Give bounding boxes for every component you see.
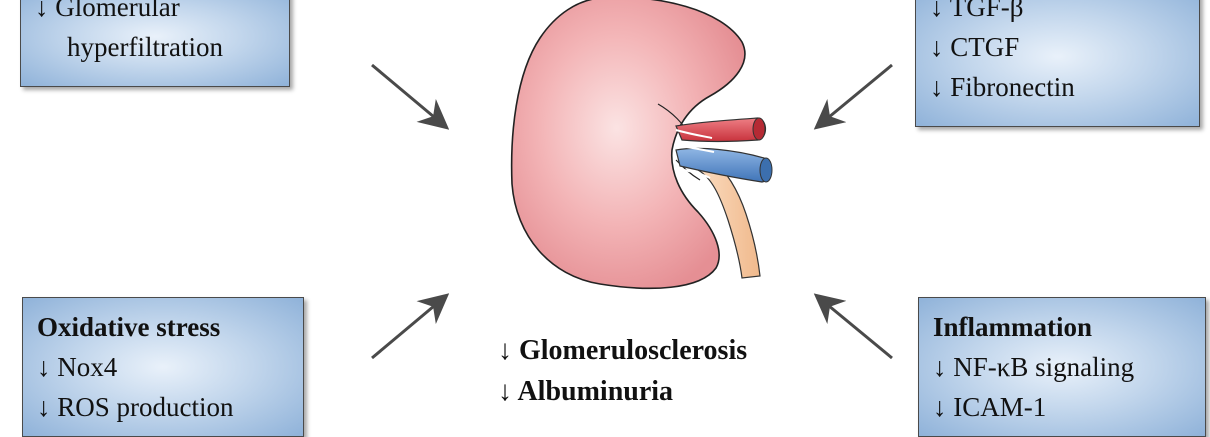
arrow-top-right	[813, 63, 893, 130]
hilum-branches	[675, 129, 715, 179]
arrow-bottom-right	[813, 293, 893, 360]
ureter	[696, 159, 761, 279]
fibrosis-box: ↓ TGF-β ↓ CTGF ↓ Fibronectin	[915, 0, 1200, 127]
outcome-line: ↓ Glomerulosclerosis	[498, 335, 748, 366]
arrow-top-left	[371, 63, 450, 130]
kidney-icon	[510, 0, 746, 290]
oxidative-stress-box: Oxidative stress ↓ Nox4 ↓ ROS production	[22, 297, 304, 437]
box-line: ↓ Glomerular	[35, 0, 180, 22]
renal-artery	[675, 117, 767, 143]
box-line: ↓ TGF-β	[930, 0, 1024, 22]
kidney-diagram	[371, 0, 893, 360]
inflammation-box: Inflammation ↓ NF-κB signaling ↓ ICAM-1	[918, 297, 1206, 437]
box-line: ↓ Nox4	[37, 352, 118, 382]
hyperfiltration-box: ↓ Glomerular hyperfiltration	[20, 0, 290, 87]
renal-vein-end	[759, 157, 773, 183]
box-line: ↓ ROS production	[37, 392, 234, 422]
box-line: ↓ Fibronectin	[930, 72, 1075, 102]
box-line: ↓ NF-κB signaling	[933, 352, 1135, 382]
box-line: hyperfiltration	[67, 32, 223, 62]
box-line: ↓ CTGF	[930, 32, 1020, 62]
box-line: ↓ ICAM-1	[933, 392, 1047, 422]
arrow-bottom-left	[371, 293, 450, 360]
box-title: Oxidative stress	[37, 312, 221, 342]
outcome-line: ↓ Albuminuria	[498, 376, 674, 407]
renal-artery-end	[752, 117, 766, 141]
outcome-text: ↓ Glomerulosclerosis ↓ Albuminuria	[498, 330, 747, 412]
box-title: Inflammation	[933, 312, 1093, 342]
